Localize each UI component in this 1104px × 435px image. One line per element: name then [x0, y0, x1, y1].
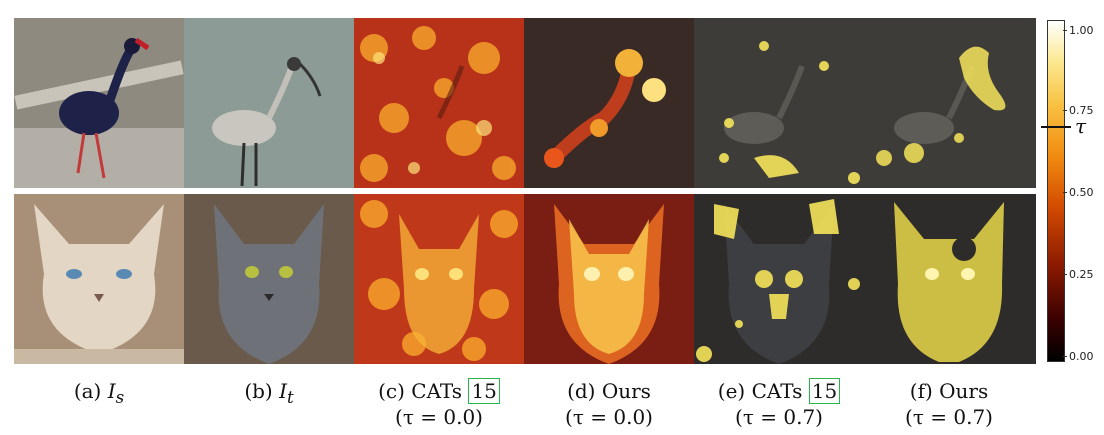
colorbar-tickmark	[1063, 274, 1067, 275]
caption-f: (f) Ours (τ = 0.7)	[905, 379, 993, 429]
colorbar-tick-label: 1.00	[1069, 24, 1094, 37]
figure-grid	[14, 18, 1036, 364]
colorbar-tickmark	[1063, 110, 1067, 111]
ours-heatmap-cat-tau-0	[524, 194, 694, 364]
caption-d: (d) Ours (τ = 0.0)	[565, 379, 653, 429]
source-image-bird	[14, 18, 184, 188]
target-image-cat	[184, 194, 354, 364]
colorbar-tick-label: 0.75	[1069, 104, 1094, 117]
colorbar-tickmark	[1063, 192, 1067, 193]
ours-threshold-cat-tau-07	[864, 194, 1036, 364]
cats-heatmap-cat-tau-0	[354, 194, 524, 364]
caption-c: (c) CATs 15 (τ = 0.0)	[354, 378, 524, 430]
colorbar-tickmark	[1063, 30, 1067, 31]
cats-threshold-bird-tau-07	[694, 18, 864, 188]
ours-threshold-bird-tau-07	[864, 18, 1036, 188]
colorbar-tick-label: 0.25	[1069, 268, 1094, 281]
caption-b: (b) It	[244, 379, 294, 407]
colorbar-tickmark	[1063, 356, 1067, 357]
caption-a: (a) Is	[73, 379, 125, 407]
ours-heatmap-bird-tau-0	[524, 18, 694, 188]
row-separator	[14, 188, 1036, 191]
target-image-bird	[184, 18, 354, 188]
cats-threshold-cat-tau-07	[694, 194, 864, 364]
threshold-label: τ	[1075, 114, 1087, 138]
colorbar-tick-label: 0.00	[1069, 350, 1094, 363]
source-image-cat	[14, 194, 184, 364]
caption-e: (e) CATs 15 (τ = 0.7)	[694, 378, 864, 430]
colorbar	[1047, 20, 1065, 362]
cats-heatmap-bird-tau-0	[354, 18, 524, 188]
threshold-marker	[1041, 126, 1071, 128]
colorbar-tick-label: 0.50	[1069, 186, 1094, 199]
citation-ref[interactable]: 15	[808, 378, 841, 404]
citation-ref[interactable]: 15	[468, 378, 500, 404]
